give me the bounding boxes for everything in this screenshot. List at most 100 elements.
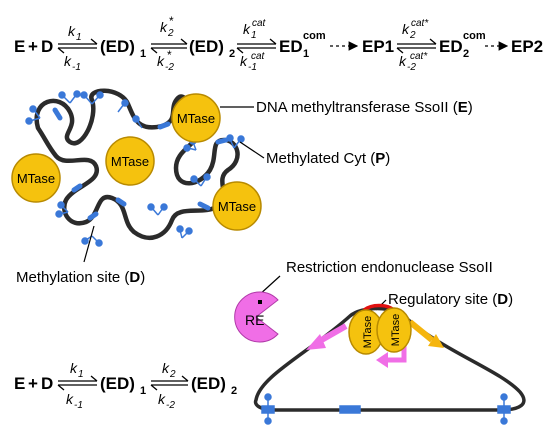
scheme-EDcom2-sub: 2	[463, 48, 469, 60]
label-regulatory-prefix: Regulatory site (	[388, 291, 497, 308]
equilibrium-arrow-4: k 2 cat* k -2 cat*	[396, 18, 437, 73]
leader-line-methylated	[239, 141, 265, 159]
scheme-ED2: (ED)	[189, 37, 224, 56]
rate-k1-sub: 1	[76, 32, 82, 43]
rate-km2cat: k	[399, 53, 407, 69]
label-methylation-key: D	[129, 269, 140, 286]
bottom-rate-k1: k	[70, 360, 78, 376]
rate-k1cat-sub: 1	[251, 30, 257, 41]
mtase-label: MTase	[17, 171, 55, 186]
label-methylated-prefix: Methylated Cyt (	[266, 150, 375, 167]
bottom-equilibrium-arrow-2: k 2 k -2	[150, 360, 189, 411]
equilibrium-arrow-2: k 2 * k -2 *	[150, 14, 188, 73]
label-regulatory-key: D	[497, 291, 508, 308]
methylated-cyt-6	[226, 134, 245, 149]
rate-km1: k	[64, 53, 72, 69]
label-methylated-close: )	[385, 150, 390, 167]
rate-k2cat: k	[402, 21, 410, 37]
scheme-EDcom1-sup: com	[303, 30, 326, 42]
scheme-ED1: (ED)	[100, 37, 135, 56]
label-methylated-cyt: Methylated Cyt (P)	[266, 150, 390, 167]
methylation-site-1	[52, 107, 63, 121]
rate-k2cat-sup: cat*	[411, 18, 429, 29]
rate-k2s-sub: 2	[167, 28, 174, 39]
scheme-EDcom1: ED	[279, 37, 303, 56]
label-methyltransferase-close: )	[468, 99, 473, 116]
re-eye	[258, 300, 262, 304]
kinetic-scheme-bottom: E + D k 1 k -1 (ED) 1 k 2 k -2 (ED) 2	[14, 360, 237, 411]
mtase-blob-center: MTase	[105, 136, 155, 186]
bottom-rate-k1-sub: 1	[78, 369, 84, 380]
rate-k1cat-sup: cat	[252, 18, 267, 29]
loop-site-right	[497, 405, 511, 414]
rate-km2s-star: *	[167, 48, 172, 62]
leader-line-methylation-site	[83, 225, 95, 263]
methylation-site-4	[71, 183, 83, 193]
bottom-rate-km2: k	[158, 391, 166, 407]
methylated-cyt-11	[81, 235, 103, 247]
rate-km2cat-sub: -2	[407, 62, 416, 73]
mtase-label: MTase	[362, 316, 374, 348]
mtase-label: MTase	[218, 199, 256, 214]
mtase-blob-left: MTase	[11, 153, 61, 203]
label-regulatory-site: Regulatory site (D)	[388, 291, 513, 308]
bottom-E: E	[14, 374, 25, 393]
rate-k2s: k	[160, 19, 168, 35]
scheme-E: E	[14, 37, 25, 56]
mtase-label: MTase	[177, 111, 215, 126]
rate-k2s-star: *	[169, 14, 174, 28]
label-regulatory-close: )	[508, 291, 513, 308]
methylated-cyt-8	[147, 203, 168, 216]
rate-km1cat-sup: cat	[251, 51, 266, 62]
bottom-plus: +	[28, 374, 38, 393]
rate-km1-sub: -1	[72, 62, 81, 73]
equilibrium-arrow-3: k 1 cat k -1 cat	[236, 18, 277, 73]
bottom-rate-km1: k	[66, 391, 74, 407]
scheme-D: D	[41, 37, 53, 56]
scheme-EP1: EP1	[362, 37, 394, 56]
restriction-enzyme-pacman: RE	[234, 291, 279, 343]
bottom-rate-km1-sub: -1	[74, 400, 83, 411]
rate-k2cat-sub: 2	[409, 30, 416, 41]
scheme-EDcom2-sup: com	[463, 30, 486, 42]
methylated-cyt-3	[80, 91, 104, 105]
methylation-site-6	[197, 201, 211, 211]
methylation-site-2	[157, 121, 171, 130]
label-methylated-key: P	[375, 150, 385, 167]
mtase-group: MTase MTase MTase MTase	[11, 93, 262, 231]
methylation-site-3	[215, 137, 229, 145]
label-methyltransferase: DNA methyltransferase SsoII (E)	[256, 99, 473, 116]
rate-k1cat: k	[243, 21, 251, 37]
re-label: RE	[245, 312, 264, 328]
label-methylation-close: )	[140, 269, 145, 286]
bottom-rate-km2-sub: -2	[166, 400, 175, 411]
methylated-cyt-1	[25, 105, 41, 125]
label-restriction-endonuclease: Restriction endonuclease SsoII	[286, 259, 493, 276]
mtase-label: MTase	[111, 154, 149, 169]
methylation-sites	[52, 107, 229, 221]
methylated-cyt-2	[58, 90, 81, 104]
bottom-equilibrium-arrow-1: k 1 k -1	[57, 360, 98, 411]
rate-km2s: k	[157, 53, 165, 69]
methylated-cyt-7	[190, 173, 211, 187]
equilibrium-arrow-1: k 1 k -1	[57, 23, 98, 73]
scheme-EDcom1-sub: 1	[303, 48, 309, 60]
kinetic-scheme-top: E + D k 1 k -1 (ED) 1 k 2 * k -2 *	[14, 14, 543, 73]
magenta-arrow-left	[306, 323, 348, 350]
methylated-cyt-12	[117, 99, 129, 113]
mtase-blob-top: MTase	[171, 93, 221, 143]
methylated-cyt-10	[55, 201, 69, 218]
bottom-ED2: (ED)	[191, 374, 226, 393]
scheme-EP2: EP2	[511, 37, 543, 56]
loop-site-middle	[339, 405, 361, 414]
rate-km1cat-sub: -1	[248, 62, 257, 73]
rate-km1cat: k	[240, 53, 248, 69]
rate-km2s-sub: -2	[165, 62, 174, 73]
rate-k1: k	[68, 23, 76, 39]
bottom-rate-k2-sub: 2	[169, 369, 176, 380]
orange-arrow	[408, 319, 444, 348]
bottom-ED2-sub: 2	[231, 385, 237, 397]
bottom-rate-k2: k	[162, 360, 170, 376]
scheme-ED2-sub: 2	[229, 48, 235, 60]
